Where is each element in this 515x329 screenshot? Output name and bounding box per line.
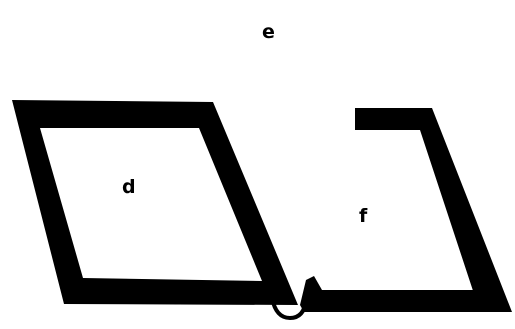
bottom-right-edge xyxy=(300,276,486,312)
label-e: e xyxy=(262,21,275,43)
label-f: f xyxy=(359,205,368,227)
label-d: d xyxy=(122,176,136,198)
right-frame xyxy=(355,108,512,312)
left-frame xyxy=(12,100,298,305)
joint-curve xyxy=(270,297,308,321)
